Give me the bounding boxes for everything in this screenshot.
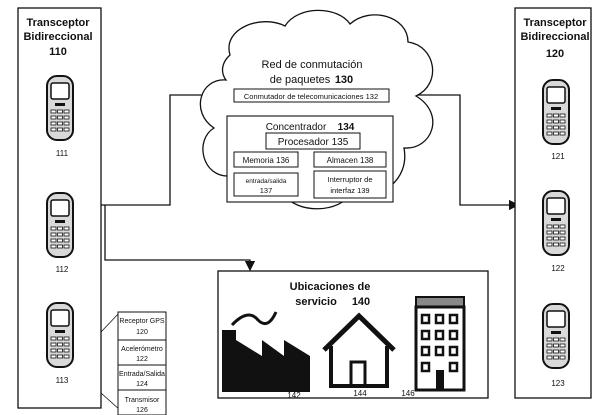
right-transceiver-title-line2: Bidireccional xyxy=(520,31,589,43)
factory-icon xyxy=(222,311,310,392)
left-transceiver-number: 110 xyxy=(49,46,67,58)
phone-122-icon xyxy=(542,190,570,256)
phone-122-label: 122 xyxy=(551,264,565,273)
network-title-line1: Red de conmutación xyxy=(262,59,363,71)
memory-label: Memoria 136 xyxy=(243,156,290,165)
accelerometer-label-line2: 122 xyxy=(136,356,148,363)
switch-label: Conmutador de telecomunicaciones 132 xyxy=(244,92,378,101)
phone-111-icon xyxy=(46,75,74,141)
right-transceiver-title-line1: Transceptor xyxy=(524,17,588,29)
left-transceiver-title-line2: Bidireccional xyxy=(23,31,92,43)
network-title-line2: de paquetes xyxy=(270,74,331,86)
io-label-line1: entrada/salida xyxy=(246,178,287,185)
connector-switch-to-right xyxy=(392,94,520,211)
house-icon xyxy=(322,312,396,388)
phone-parts-list: Receptor GPS 120 Acelerómetro 122 Entrad… xyxy=(117,311,167,415)
phone-112-label: 112 xyxy=(56,265,69,274)
interface-label-line2: interfaz 139 xyxy=(330,186,369,195)
connector-to-service xyxy=(104,205,256,272)
network-number: 130 xyxy=(335,74,353,86)
gps-label-line1: Receptor GPS xyxy=(119,318,164,325)
service-title-line2: servicio xyxy=(295,296,337,308)
phone-121-label: 121 xyxy=(551,152,565,161)
phone-113-icon xyxy=(46,302,74,368)
phone-123-label: 123 xyxy=(551,379,565,388)
service-number: 140 xyxy=(352,296,370,308)
factory-label: 142 xyxy=(287,391,301,400)
gps-label-line2: 120 xyxy=(136,329,148,336)
storage-box xyxy=(313,151,387,168)
memory-box xyxy=(233,151,299,168)
house-label: 144 xyxy=(353,389,367,398)
storage-label: Almacen 138 xyxy=(327,156,374,165)
processor-label: Procesador 135 xyxy=(278,137,349,148)
left-transceiver-title-line1: Transceptor xyxy=(27,17,91,29)
interface-label-line1: Interruptor de xyxy=(327,175,372,184)
phone-121-icon xyxy=(542,79,570,145)
hub-title: Concentrador xyxy=(266,122,327,133)
accelerometer-label-line1: Acelerómetro xyxy=(121,346,163,353)
phone-112-icon xyxy=(46,192,74,258)
interface-switch-box xyxy=(313,170,387,199)
accelerometer-box xyxy=(117,339,167,366)
hub-title-number: 134 xyxy=(338,122,355,133)
transmitter-box xyxy=(117,389,167,415)
phone-123-icon xyxy=(542,303,570,369)
transmitter-label-line1: Transmisor xyxy=(125,397,160,404)
io-box xyxy=(233,172,299,197)
io-part-box xyxy=(117,364,167,391)
io-part-label-line2: 124 xyxy=(136,381,148,388)
service-title-line1: Ubicaciones de xyxy=(290,281,371,293)
phone-111-label: 111 xyxy=(56,149,69,158)
processor-box xyxy=(265,132,361,150)
right-transceiver-number: 120 xyxy=(546,48,564,60)
connector-left-to-switch xyxy=(100,89,234,206)
transmitter-label-line2: 126 xyxy=(136,407,148,414)
switch-box xyxy=(233,88,390,103)
phone-113-label: 113 xyxy=(56,376,69,385)
io-part-label-line1: Entrada/Salida xyxy=(119,371,165,378)
io-label-line2: 137 xyxy=(260,186,273,195)
building-icon xyxy=(414,296,466,392)
building-label: 146 xyxy=(401,389,415,398)
